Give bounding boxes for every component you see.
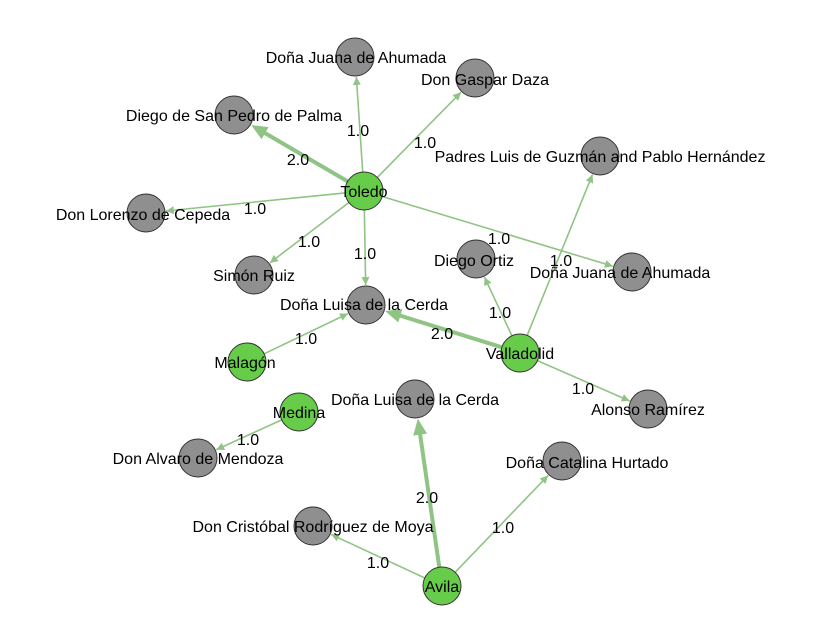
node-padres[interactable] <box>580 136 620 176</box>
node-lorenzo[interactable] <box>126 193 166 233</box>
edge-weight-label-toledo-gaspar: 1.0 <box>414 135 436 152</box>
edge-avila-luisa2 <box>417 432 442 568</box>
node-label-medina: Medina <box>273 405 326 422</box>
edge-weight-label-avila-catalina: 1.0 <box>492 520 514 537</box>
edge-toledo-luisa1 <box>361 209 370 286</box>
nodes-layer <box>126 37 668 606</box>
node-simon[interactable] <box>234 255 274 295</box>
node-medina[interactable] <box>279 392 319 432</box>
edge-weight-label-malagon-luisa1: 1.0 <box>295 331 317 348</box>
node-juana1[interactable] <box>335 37 375 77</box>
node-label-juana1: Doña Juana de Ahumada <box>266 50 447 67</box>
node-gaspar[interactable] <box>455 58 495 98</box>
edge-weight-label-toledo-luisa1: 1.0 <box>354 246 376 263</box>
edge-weight-label-valladolid-luisa1: 2.0 <box>431 326 453 343</box>
node-alvaro[interactable] <box>178 438 218 478</box>
node-label-toledo: Toledo <box>340 184 387 201</box>
node-avila[interactable] <box>422 566 462 606</box>
node-catalina[interactable] <box>542 441 582 481</box>
edge-valladolid-diego_ortiz <box>483 276 513 337</box>
node-label-catalina: Doña Catalina Hurtado <box>506 455 669 472</box>
node-label-simon: Simón Ruiz <box>213 268 295 285</box>
node-label-alvaro: Don Alvaro de Mendoza <box>113 451 284 468</box>
node-label-diego_ortiz: Diego Ortiz <box>434 253 514 270</box>
node-label-valladolid: Valladolid <box>486 346 554 363</box>
edge-malagon-luisa1 <box>263 312 349 355</box>
node-toledo[interactable] <box>344 171 384 211</box>
node-cristobal[interactable] <box>293 506 333 546</box>
node-luisa1[interactable] <box>346 285 386 325</box>
node-diego_palma[interactable] <box>214 95 254 135</box>
node-label-alonso: Alonso Ramírez <box>591 402 705 419</box>
node-label-malagon: Malagón <box>214 355 275 372</box>
node-label-luisa2: Doña Luisa de la Cerda <box>331 392 499 409</box>
edge-valladolid-padres <box>526 174 594 336</box>
edge-weight-label-toledo-diego_palma: 2.0 <box>287 152 309 169</box>
node-diego_ortiz[interactable] <box>456 239 496 279</box>
node-label-lorenzo: Don Lorenzo de Cepeda <box>56 207 230 224</box>
edge-toledo-gaspar <box>376 91 462 179</box>
edge-weight-label-toledo-lorenzo: 1.0 <box>244 201 266 218</box>
node-valladolid[interactable] <box>500 333 540 373</box>
node-alonso[interactable] <box>628 389 668 429</box>
edge-weight-label-valladolid-diego_ortiz: 1.0 <box>489 305 511 322</box>
edge-weight-label-avila-cristobal: 1.0 <box>367 555 389 572</box>
node-label-avila: Avila <box>425 579 459 596</box>
node-malagon[interactable] <box>227 342 267 382</box>
edge-weight-label-toledo-simon: 1.0 <box>298 234 320 251</box>
edge-arrowhead-toledo-diego_palma <box>251 125 269 140</box>
edge-avila-cristobal <box>330 533 426 579</box>
edge-toledo-lorenzo <box>165 192 346 215</box>
edge-weight-label-valladolid-alonso: 1.0 <box>572 381 594 398</box>
edge-valladolid-luisa1 <box>397 313 503 350</box>
node-label-diego_palma: Diego de San Pedro de Palma <box>126 108 342 125</box>
edge-weight-label-toledo-juana2: 1.0 <box>488 231 510 248</box>
node-juana2[interactable] <box>612 252 652 292</box>
edge-weight-label-toledo-juana1: 1.0 <box>347 123 369 140</box>
edge-weight-label-avila-luisa2: 2.0 <box>416 490 438 507</box>
edge-labels-layer: 1.0 1.0 2.0 1.0 1.0 1.0 1.0 1.0 2.0 1.0 1.0 1.0 1.0 2… <box>237 123 594 572</box>
edge-toledo-juana1 <box>352 76 364 173</box>
edge-toledo-juana2 <box>381 195 614 268</box>
edge-toledo-diego_palma <box>262 130 349 184</box>
node-label-luisa1: Doña Luisa de la Cerda <box>280 297 448 314</box>
node-luisa2[interactable] <box>395 379 435 419</box>
edge-weight-label-valladolid-padres: 1.0 <box>550 253 572 270</box>
edge-toledo-simon <box>269 201 350 264</box>
edge-arrowhead-valladolid-luisa1 <box>385 309 403 323</box>
edges-layer <box>165 76 630 579</box>
edge-arrowhead-avila-luisa2 <box>413 418 428 436</box>
node-label-gaspar: Don Gaspar Daza <box>421 72 549 89</box>
node-label-juana2: Doña Juana de Ahumada <box>530 265 711 282</box>
edge-weight-label-medina-alvaro: 1.0 <box>237 432 259 449</box>
node-label-cristobal: Don Cristóbal Rodríguez de Moya <box>192 519 433 536</box>
edge-valladolid-alonso <box>537 359 630 402</box>
edge-avila-catalina <box>454 474 549 573</box>
node-label-padres: Padres Luis de Guzmán and Pablo Hernánde… <box>435 149 766 166</box>
edge-medina-alvaro <box>215 419 283 451</box>
